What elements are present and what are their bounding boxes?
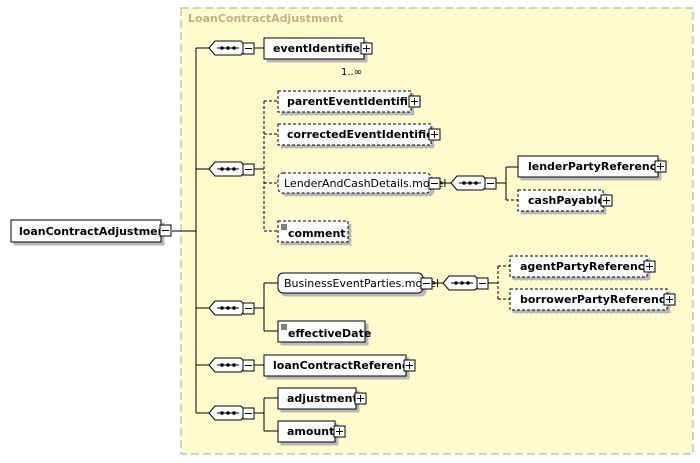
root-element[interactable]: loanContractAdjustment bbox=[10, 219, 172, 243]
element-amount[interactable]: amount bbox=[277, 420, 346, 443]
plus-expand-icon[interactable] bbox=[643, 260, 656, 273]
sequence-compositor-icon[interactable] bbox=[450, 175, 497, 191]
element-parentEventIdentifier[interactable]: parentEventIdentifier bbox=[277, 90, 421, 113]
simple-type-content-icon bbox=[281, 324, 287, 330]
root-label: loanContractAdjustment bbox=[19, 225, 171, 238]
plus-expand-icon[interactable] bbox=[354, 392, 367, 405]
element-cashPayable[interactable]: cashPayable bbox=[517, 189, 613, 212]
occurs-label: 1..∞ bbox=[341, 67, 362, 78]
lenderAndCashDetails-label: LenderAndCashDetails.model bbox=[284, 177, 446, 190]
cashPayable-label: cashPayable bbox=[528, 194, 605, 207]
plus-expand-icon[interactable] bbox=[408, 95, 421, 108]
simple-type-content-icon bbox=[281, 224, 287, 230]
element-borrowerPartyReference[interactable]: borrowerPartyReference bbox=[509, 288, 676, 311]
effectiveDate-label: effectiveDate bbox=[288, 327, 371, 340]
eventIdentifier-label: eventIdentifier bbox=[273, 42, 366, 55]
element-eventIdentifier[interactable]: eventIdentifier 1..∞ bbox=[263, 37, 373, 78]
element-loanContractReference[interactable]: loanContractReference bbox=[263, 354, 416, 377]
plus-expand-icon[interactable] bbox=[600, 194, 613, 207]
element-adjustment[interactable]: adjustment bbox=[277, 387, 367, 410]
businessEventParties-label: BusinessEventParties.model bbox=[284, 277, 439, 290]
adjustment-label: adjustment bbox=[287, 392, 358, 405]
comment-label: comment bbox=[288, 227, 346, 240]
borrowerPartyReference-label: borrowerPartyReference bbox=[520, 293, 673, 306]
sequence-compositor-icon[interactable] bbox=[208, 357, 255, 373]
minus-collapse-icon[interactable] bbox=[420, 277, 433, 290]
agentPartyReference-label: agentPartyReference bbox=[520, 260, 652, 273]
minus-collapse-icon[interactable] bbox=[428, 177, 441, 190]
minus-collapse-icon[interactable] bbox=[159, 224, 172, 237]
sequence-compositor-icon[interactable] bbox=[208, 40, 255, 56]
plus-expand-icon[interactable] bbox=[428, 128, 441, 141]
plus-expand-icon[interactable] bbox=[360, 42, 373, 55]
element-effectiveDate[interactable]: effectiveDate bbox=[277, 320, 371, 343]
group-title: LoanContractAdjustment bbox=[188, 12, 343, 25]
element-lenderPartyReference[interactable]: lenderPartyReference bbox=[517, 155, 667, 178]
loanContractReference-label: loanContractReference bbox=[273, 359, 416, 372]
amount-label: amount bbox=[287, 425, 334, 438]
sequence-compositor-icon[interactable] bbox=[208, 405, 255, 421]
element-agentPartyReference[interactable]: agentPartyReference bbox=[509, 255, 656, 278]
parentEventIdentifier-label: parentEventIdentifier bbox=[287, 95, 421, 108]
sequence-compositor-icon[interactable] bbox=[208, 300, 255, 316]
plus-expand-icon[interactable] bbox=[654, 160, 667, 173]
sequence-compositor-icon[interactable] bbox=[442, 275, 489, 291]
group-container: LoanContractAdjustment bbox=[180, 7, 694, 455]
sequence-compositor-icon[interactable] bbox=[208, 161, 255, 177]
correctedEventIdentifier-label: correctedEventIdentifier bbox=[287, 128, 440, 141]
lenderPartyReference-label: lenderPartyReference bbox=[528, 160, 664, 173]
group-BusinessEventParties[interactable]: BusinessEventParties.model bbox=[277, 272, 439, 294]
connector-lines bbox=[172, 47, 518, 432]
plus-expand-icon[interactable] bbox=[333, 425, 346, 438]
plus-expand-icon[interactable] bbox=[663, 293, 676, 306]
element-correctedEventIdentifier[interactable]: correctedEventIdentifier bbox=[277, 123, 441, 146]
element-comment[interactable]: comment bbox=[277, 220, 349, 243]
group-LenderAndCashDetails[interactable]: LenderAndCashDetails.model bbox=[277, 172, 446, 194]
plus-expand-icon[interactable] bbox=[403, 359, 416, 372]
